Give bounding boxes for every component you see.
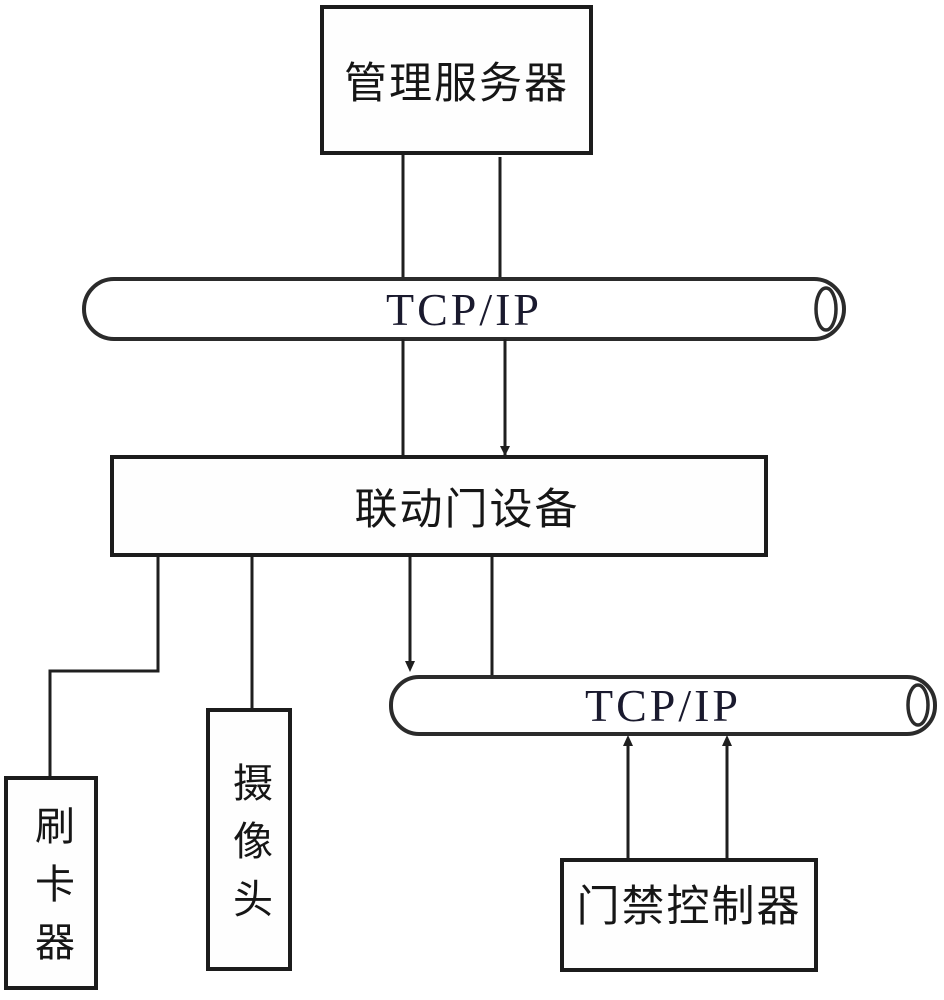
node-card-reader: 刷卡器 bbox=[4, 776, 98, 990]
node-camera: 摄像头 bbox=[206, 708, 292, 971]
access-controller-label: 门禁控制器 bbox=[576, 884, 802, 931]
bus-top-cylinder bbox=[82, 277, 846, 341]
arrowhead-controller-right bbox=[722, 735, 732, 746]
card-reader-label: 刷卡器 bbox=[29, 805, 74, 979]
node-linkage-door-device: 联动门设备 bbox=[110, 455, 768, 557]
linkage-door-device-label: 联动门设备 bbox=[354, 487, 580, 534]
connector-device-card-reader bbox=[48, 556, 160, 777]
bus-bottom-pipe-opening bbox=[906, 683, 930, 727]
camera-label: 摄像头 bbox=[227, 761, 272, 936]
bus-bottom-cylinder bbox=[389, 675, 937, 736]
arrowhead-controller-left bbox=[623, 735, 633, 746]
arrowhead-device-top bbox=[500, 446, 510, 456]
node-access-controller: 门禁控制器 bbox=[560, 858, 818, 972]
arrowhead-bus2-left bbox=[405, 661, 415, 672]
node-management-server: 管理服务器 bbox=[320, 5, 593, 155]
management-server-label: 管理服务器 bbox=[344, 61, 569, 108]
bus-top-pipe-opening bbox=[814, 286, 838, 332]
